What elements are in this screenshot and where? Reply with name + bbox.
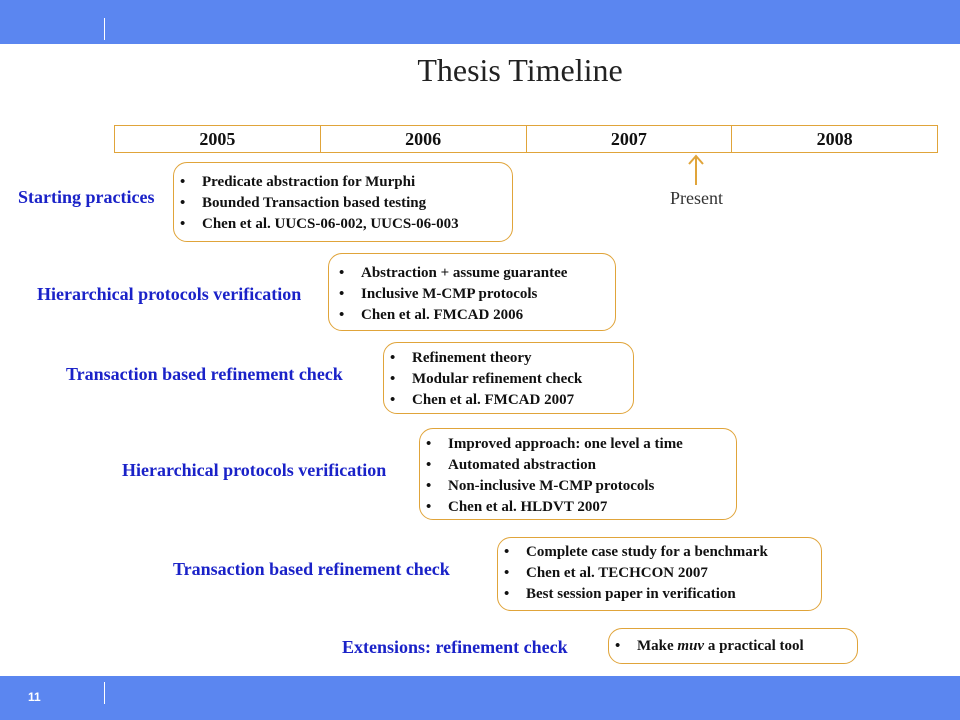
bottom-banner: 11 [0, 676, 960, 720]
list-item: •Non-inclusive M-CMP protocols [420, 476, 736, 497]
bullet-icon: • [426, 499, 432, 515]
top-banner [0, 0, 960, 44]
bullet-icon: • [390, 371, 396, 387]
phase-label: Starting practices [18, 187, 155, 207]
list-item: •Automated abstraction [420, 455, 736, 476]
bullet-icon: • [339, 265, 345, 281]
bullet-icon: • [180, 216, 186, 232]
list-item: •Chen et al. UUCS-06-002, UUCS-06-003 [174, 214, 512, 235]
bullet-icon: • [426, 457, 432, 473]
phase-label: Hierarchical protocols verification [122, 460, 387, 480]
year-cell: 2006 [321, 126, 527, 152]
year-cell: 2008 [816, 129, 853, 149]
bullet-icon: • [426, 436, 432, 452]
list-item: •Bounded Transaction based testing [174, 193, 512, 214]
year-cell: 2005 [115, 126, 321, 152]
list-item: •Chen et al. FMCAD 2007 [384, 390, 633, 411]
list-item: •Chen et al. HLDVT 2007 [420, 497, 736, 518]
phase-label: Extensions: refinement check [342, 637, 568, 657]
list-item: •Predicate abstraction for Murphi [174, 172, 512, 193]
slide-title: Thesis Timeline [417, 52, 623, 88]
bullet-icon: • [180, 174, 186, 190]
bullet-icon: • [180, 195, 186, 211]
bullet-icon: • [504, 544, 510, 560]
phase-label: Transaction based refinement check [66, 364, 343, 384]
bullet-icon: • [390, 392, 396, 408]
list-item: •Chen et al. FMCAD 2006 [333, 305, 615, 326]
phase-box: •Abstraction + assume guarantee •Inclusi… [328, 253, 616, 331]
list-item: •Modular refinement check [384, 369, 633, 390]
list-item: •Inclusive M-CMP protocols [333, 284, 615, 305]
phase-box: •Refinement theory •Modular refinement c… [383, 342, 634, 414]
bullet-icon: • [615, 638, 621, 654]
bullet-icon: • [504, 586, 510, 602]
year-cell: 2007 [527, 126, 733, 152]
list-item: •Best session paper in verification [498, 584, 821, 605]
list-item: •Make muv a practical tool [609, 636, 857, 657]
list-item: •Improved approach: one level a time [420, 434, 736, 455]
present-label: Present [670, 188, 723, 208]
phase-box: •Predicate abstraction for Murphi •Bound… [173, 162, 513, 242]
phase-label: Hierarchical protocols verification [37, 284, 302, 304]
bullet-icon: • [426, 478, 432, 494]
page-number: 11 [28, 690, 41, 704]
phase-box: •Improved approach: one level a time •Au… [419, 428, 737, 520]
phase-box: •Complete case study for a benchmark •Ch… [497, 537, 822, 611]
banner-divider [104, 18, 105, 40]
banner-divider [104, 682, 105, 704]
bullet-icon: • [504, 565, 510, 581]
present-arrow-icon [688, 154, 704, 185]
list-item: •Refinement theory [384, 348, 633, 369]
phase-box: •Make muv a practical tool [608, 628, 858, 664]
bullet-icon: • [339, 286, 345, 302]
list-item: •Abstraction + assume guarantee [333, 263, 615, 284]
bullet-icon: • [339, 307, 345, 323]
year-timeline: 2005 2006 2007 2008 [114, 125, 938, 153]
phase-label: Transaction based refinement check [173, 559, 450, 579]
tool-name: muv [677, 638, 705, 654]
list-item: •Chen et al. TECHCON 2007 [498, 563, 821, 584]
bullet-icon: • [390, 350, 396, 366]
list-item: •Complete case study for a benchmark [498, 542, 821, 563]
